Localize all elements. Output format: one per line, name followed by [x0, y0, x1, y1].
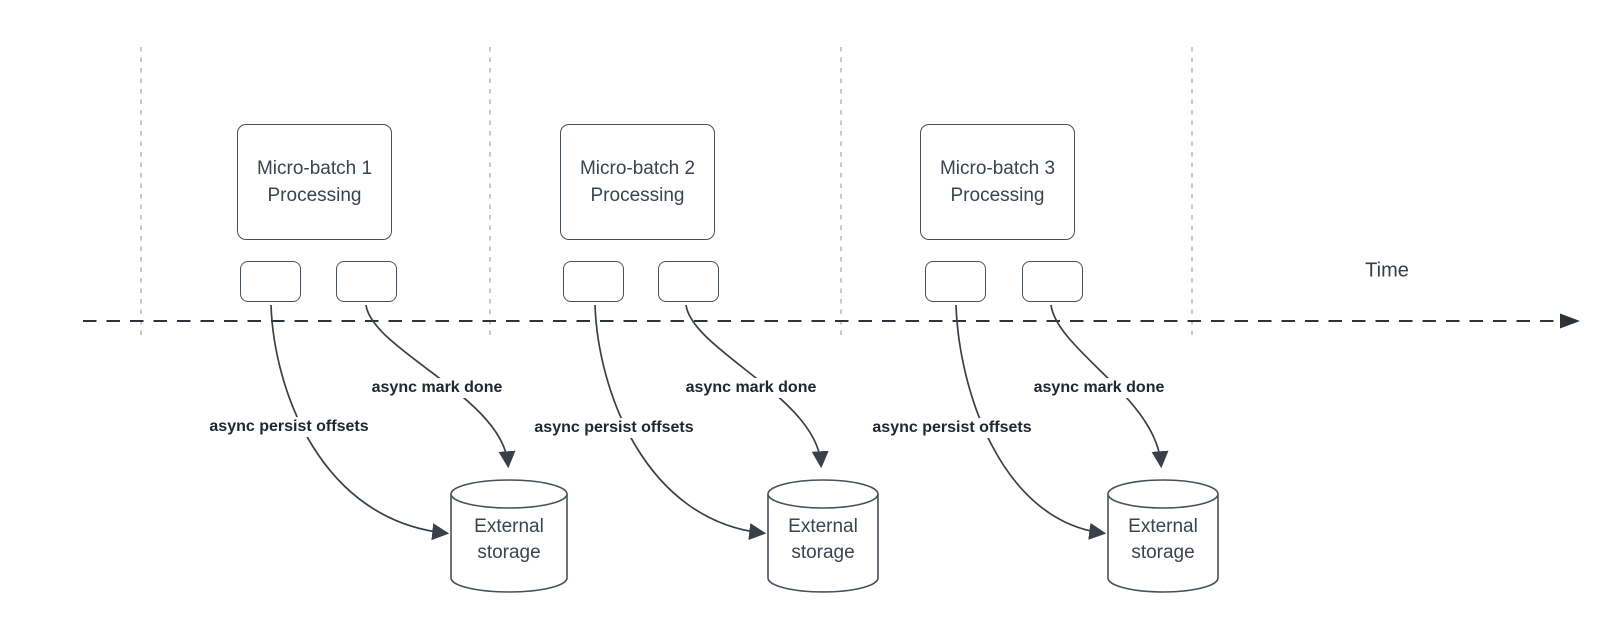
done-task-box-3 — [1022, 261, 1083, 302]
storage-subtitle: storage — [1131, 542, 1195, 563]
mark-done-arrow-1 — [365, 304, 516, 469]
mark-done-arrow-3 — [1050, 304, 1169, 469]
micro-batch-box-3: Micro-batch 3 Processing — [920, 124, 1075, 240]
mark-done-arrow-2 — [685, 304, 829, 469]
micro-batch-box-1: Micro-batch 1 Processing — [237, 124, 392, 240]
micro-batch-box-2: Micro-batch 2 Processing — [560, 124, 715, 240]
mark-done-label-2: async mark done — [682, 378, 820, 398]
micro-batch-title: Micro-batch 1 — [256, 158, 373, 179]
cylinder-body — [1107, 494, 1219, 593]
micro-batch-title: Micro-batch 2 — [579, 158, 696, 179]
storage-title: External — [474, 516, 544, 537]
persist-offsets-arrow-2 — [594, 304, 767, 541]
micro-batch-title: Micro-batch 3 — [939, 158, 1056, 179]
persist-offsets-label-1: async persist offsets — [206, 417, 372, 437]
time-axis-label: Time — [1365, 259, 1409, 282]
storage-cylinder-2 — [767, 479, 879, 593]
persist-offsets-arrow-3 — [955, 304, 1107, 540]
storage-cylinder-1 — [450, 479, 568, 593]
offset-task-box-2 — [563, 261, 624, 302]
external-storage-label-3: External storage — [1093, 514, 1233, 566]
offset-task-box-3 — [925, 261, 986, 302]
micro-batch-subtitle: Processing — [267, 185, 362, 206]
mark-done-label-1: async mark done — [368, 378, 506, 398]
persist-offsets-arrow-1 — [270, 304, 450, 541]
storage-cylinder-3 — [1107, 479, 1219, 593]
storage-subtitle: storage — [791, 542, 855, 563]
cylinder-body — [767, 494, 879, 593]
storage-subtitle: storage — [477, 542, 541, 563]
offset-task-box-1 — [240, 261, 301, 302]
persist-offsets-label-3: async persist offsets — [869, 418, 1035, 438]
cylinder-top — [450, 479, 568, 509]
done-task-box-1 — [336, 261, 397, 302]
cylinder-body — [450, 494, 568, 593]
storage-title: External — [788, 516, 858, 537]
external-storage-label-2: External storage — [753, 514, 893, 566]
cylinder-top — [1107, 479, 1219, 509]
cylinder-top — [767, 479, 879, 509]
done-task-box-2 — [658, 261, 719, 302]
micro-batch-subtitle: Processing — [950, 185, 1045, 206]
mark-done-label-3: async mark done — [1030, 378, 1168, 398]
time-axis-arrowhead-icon — [1560, 313, 1580, 329]
external-storage-label-1: External storage — [439, 514, 579, 566]
micro-batch-subtitle: Processing — [590, 185, 685, 206]
storage-title: External — [1128, 516, 1198, 537]
persist-offsets-label-2: async persist offsets — [531, 418, 697, 438]
